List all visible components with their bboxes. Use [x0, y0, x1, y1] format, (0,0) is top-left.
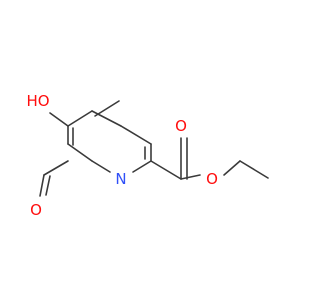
ethyl-bond: [239, 160, 269, 179]
bonds: [39, 100, 269, 197]
ester-bond: [180, 174, 201, 180]
aldehyde-double-bond: [45, 175, 51, 196]
molecule-canvas: HO N O O O: [26, 92, 269, 219]
ester-oxygen-label: O: [206, 170, 218, 188]
aldehyde-double-bond: [39, 174, 45, 197]
ring-bond: [67, 143, 93, 162]
ring-nitrogen-label: N: [115, 170, 126, 188]
aldehyde-oxygen-label: O: [30, 201, 42, 219]
ch2-bond: [150, 160, 182, 180]
ring-bond: [67, 110, 93, 127]
hydroxyl-bond: [49, 112, 69, 127]
carbonyl-oxygen-label: O: [175, 117, 187, 135]
aldehyde-bond: [43, 160, 69, 176]
hydroxyl-label: HO: [26, 92, 49, 110]
ring-bond: [91, 160, 111, 173]
ring-bond: [132, 160, 152, 173]
atom-labels: HO N O O O: [26, 92, 217, 219]
ethyl-bond: [223, 160, 241, 176]
ring-double-bond: [94, 100, 120, 117]
molecule-structure: HO N O O O: [26, 92, 269, 219]
ring-bond: [91, 110, 122, 127]
ring-bond: [120, 125, 152, 145]
